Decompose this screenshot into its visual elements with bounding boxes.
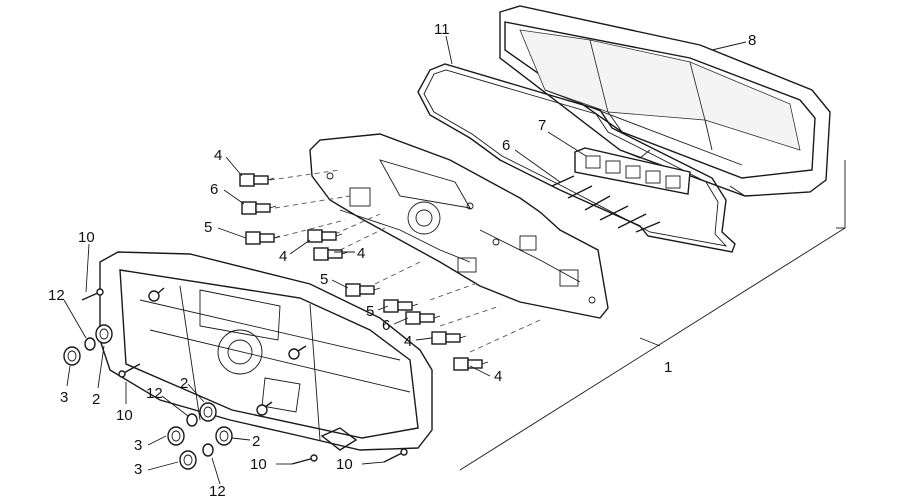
callout-9: 8 [748,32,756,49]
callout-12: 12 [209,483,226,499]
callout-6: 6 [382,317,390,334]
callout-4: 4 [494,368,502,385]
callout-1: 1 [664,359,672,376]
washer [202,443,214,457]
bulb-holder [307,229,343,243]
nut [179,450,197,470]
bulb-holder [313,247,349,261]
callout-3: 3 [60,389,68,406]
callout-5: 5 [320,271,328,288]
bulb-holder [245,231,281,245]
grommet [199,402,217,422]
callout-2: 2 [92,391,100,408]
bulb-holder [239,173,275,187]
callout-7: 6 [502,137,510,154]
nut [63,346,81,366]
circuit-board [309,133,609,319]
callout-5: 5 [366,303,374,320]
callout-12: 12 [146,385,163,402]
bulb-holders [239,173,489,371]
bulb-holder [453,357,489,371]
gasket [417,63,736,253]
washer [84,337,96,351]
washer [186,413,198,427]
callout-3: 3 [134,437,142,454]
callout-4: 4 [404,333,412,350]
callout-5: 5 [204,219,212,236]
bulb-holder [383,299,419,313]
bulb-holder [405,311,441,325]
grommet [215,426,233,446]
callout-2: 2 [252,433,260,450]
callout-11: 11 [434,21,450,38]
fasteners [63,324,233,470]
callout-12: 12 [48,287,65,304]
rear-housing [499,5,831,197]
alignment-lines [269,169,541,353]
callout-labels: 8 11 7 6 4 6 5 4 4 5 5 6 4 4 1 10 12 3 2… [48,21,756,499]
callout-10: 10 [336,456,353,473]
bulb-holder [431,331,467,345]
grommet [95,324,113,344]
callout-3: 3 [134,461,142,478]
pin-set [551,175,661,233]
callout-10: 10 [78,229,95,246]
callout-4: 4 [214,147,222,164]
nut [167,426,185,446]
front-housing [99,251,433,451]
bulb-holder [345,283,381,297]
callout-6: 6 [210,181,218,198]
callout-2: 2 [180,375,188,392]
callout-8: 7 [538,117,546,134]
assembly-bracket [459,160,846,471]
leader-lines [63,35,747,485]
switch-strip [574,147,691,195]
callout-4: 4 [357,245,365,262]
callout-10: 10 [250,456,267,473]
callout-4: 4 [279,248,287,265]
callout-10: 10 [116,407,133,424]
screws [81,288,408,465]
bulb-holder [241,201,277,215]
